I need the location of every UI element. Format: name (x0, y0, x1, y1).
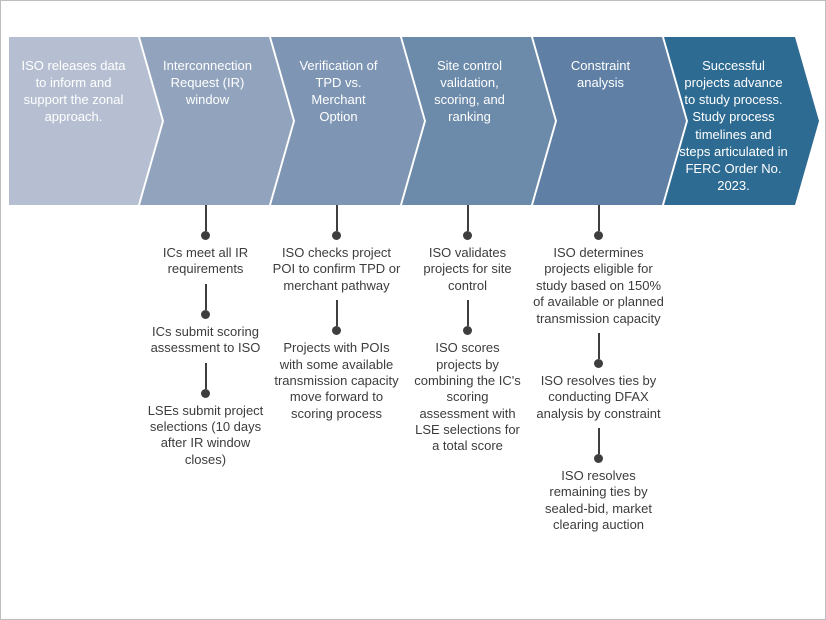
connector (594, 428, 603, 463)
step-text: ICs meet all IR requirements (162, 245, 249, 277)
stage-chevron-2: Interconnection Request (IR) window (140, 37, 293, 205)
connector (332, 300, 341, 336)
connector-line (204, 362, 207, 389)
step-text: ICs submit scoring assessment to ISO (150, 323, 261, 356)
column-site-control: ISO validates projects for site control … (402, 205, 533, 540)
column-ir-window: ICs meet all IR requirements ICs submit … (140, 205, 271, 540)
connector (594, 205, 603, 240)
connector-line (335, 300, 338, 327)
step-text: ISO checks project POI to confirm TPD or… (272, 245, 401, 293)
connector (201, 205, 210, 240)
connector-line (597, 428, 600, 454)
connector-line (466, 205, 469, 231)
endpoint-dot-icon (201, 388, 210, 398)
stage-6-label: Successful projects advance to study pro… (679, 58, 788, 194)
step-text: ISO determines projects eligible for stu… (533, 245, 664, 326)
stage-chevron-3: Verification of TPD vs. Merchant Option (271, 37, 424, 205)
column-tpd-verification: ISO checks project POI to confirm TPD or… (271, 205, 402, 540)
connector-line (466, 300, 469, 327)
column-constraint-analysis: ISO determines projects eligible for stu… (533, 205, 664, 540)
stage-2-label: Interconnection Request (IR) window (163, 58, 252, 108)
endpoint-dot-icon (332, 231, 341, 240)
detail-columns: ICs meet all IR requirements ICs submit … (9, 205, 819, 540)
connector-line (597, 332, 600, 359)
process-banner: ISO releases data to inform and support … (9, 37, 819, 205)
connector (201, 283, 210, 319)
step-text: ISO validates projects for site control (423, 245, 512, 293)
connector (594, 332, 603, 368)
connector (463, 205, 472, 240)
connector-line (597, 205, 600, 231)
endpoint-dot-icon (201, 231, 210, 240)
endpoint-dot-icon (594, 454, 603, 463)
stage-chevron-5: Constraint analysis (533, 37, 686, 205)
endpoint-dot-icon (463, 231, 472, 240)
stage-chevron-1: ISO releases data to inform and support … (9, 37, 162, 205)
connector-line (204, 283, 207, 310)
step-text: ISO resolves remaining ties by sealed-bi… (545, 468, 652, 533)
connector (332, 205, 341, 240)
stage-1-label: ISO releases data to inform and support … (21, 58, 126, 125)
step-text: Projects with POIs with some available t… (274, 340, 399, 421)
connector-line (204, 205, 207, 231)
stage-4-label: Site control validation, scoring, and ra… (434, 58, 505, 125)
connector (201, 362, 210, 398)
endpoint-dot-icon (201, 309, 210, 319)
endpoint-dot-icon (463, 326, 472, 336)
endpoint-dot-icon (594, 358, 603, 368)
stage-3-label: Verification of TPD vs. Merchant Option (299, 58, 378, 125)
step-text: ISO resolves ties by conducting DFAX ana… (536, 372, 661, 421)
step-text: ISO scores projects by combining the IC'… (414, 340, 521, 454)
connector-line (335, 205, 338, 231)
stage-5-label: Constraint analysis (570, 58, 631, 91)
step-text: LSEs submit project selections (10 days … (147, 402, 264, 467)
endpoint-dot-icon (332, 326, 341, 336)
stage-chevron-6: Successful projects advance to study pro… (664, 37, 819, 205)
stage-chevron-4: Site control validation, scoring, and ra… (402, 37, 555, 205)
endpoint-dot-icon (594, 231, 603, 240)
connector (463, 300, 472, 336)
